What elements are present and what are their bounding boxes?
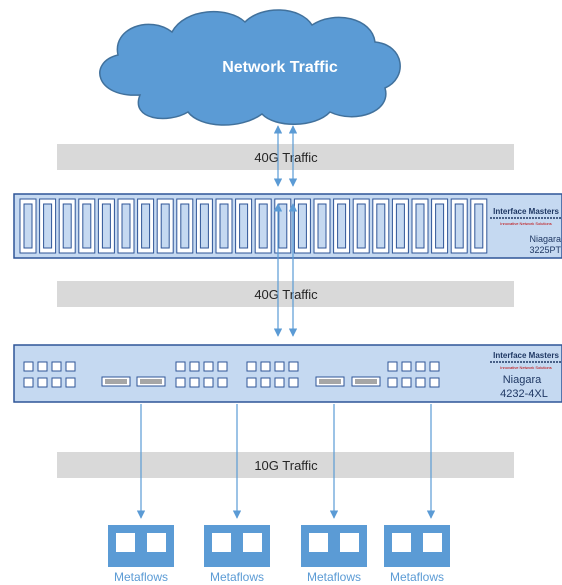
port-sfp-inner <box>140 379 162 384</box>
port-small <box>274 377 285 388</box>
port-inner <box>199 203 209 249</box>
port-small <box>246 361 257 372</box>
metaflow-label: Metaflows <box>390 570 444 584</box>
port-small <box>274 361 285 372</box>
port-small <box>217 377 228 388</box>
port-inner <box>160 203 170 249</box>
port-inner <box>278 203 288 249</box>
traffic-band-label: 40G Traffic <box>254 150 318 165</box>
port-inner <box>180 203 190 249</box>
model-number: 4232-4XL <box>500 388 548 400</box>
port-small <box>23 361 34 372</box>
port-small <box>37 361 48 372</box>
brand-tagline: Innovative Network Solutions <box>500 365 552 370</box>
brand-label: Interface Masters <box>493 207 559 216</box>
port-small <box>65 361 76 372</box>
metaflow-box-4: Metaflows <box>384 525 450 584</box>
port-inner <box>317 203 327 249</box>
network-traffic-cloud: Network Traffic <box>99 9 401 126</box>
port-small <box>260 377 271 388</box>
downlink-arrows <box>136 404 436 519</box>
port-inner <box>435 203 445 249</box>
port-small <box>51 361 62 372</box>
device-niagara-3225pt: Interface Masters Innovative Network Sol… <box>13 193 562 259</box>
port-small <box>401 377 412 388</box>
port-inner <box>415 203 425 249</box>
port-inner <box>297 203 307 249</box>
port-small <box>175 361 186 372</box>
port-row <box>19 198 488 254</box>
metaflow-label: Metaflows <box>210 570 264 584</box>
port-small <box>415 361 426 372</box>
metaflow-label: Metaflows <box>114 570 168 584</box>
port-inner <box>474 203 484 249</box>
port-small <box>288 361 299 372</box>
port-inner <box>454 203 464 249</box>
port-small <box>37 377 48 388</box>
port-small <box>246 377 257 388</box>
port-small <box>23 377 34 388</box>
traffic-band-3: 10G Traffic <box>57 452 514 478</box>
port-inner <box>219 203 229 249</box>
traffic-band-1: 40G Traffic <box>57 144 514 170</box>
metaflow-label: Metaflows <box>307 570 361 584</box>
port-sfp-inner <box>355 379 377 384</box>
port-small <box>415 377 426 388</box>
port-small <box>429 377 440 388</box>
port-inner <box>356 203 366 249</box>
port-small <box>387 361 398 372</box>
port-inner <box>258 203 268 249</box>
port-inner <box>101 203 111 249</box>
brand-tagline: Innovative Network Solutions <box>500 221 552 226</box>
port-row <box>23 361 440 388</box>
port-small <box>387 377 398 388</box>
traffic-band-2: 40G Traffic <box>57 281 514 307</box>
port-inner <box>239 203 249 249</box>
port-small <box>203 361 214 372</box>
brand-label: Interface Masters <box>493 351 559 360</box>
port-small <box>217 361 228 372</box>
port-inner <box>376 203 386 249</box>
model-number: 3225PT <box>529 245 561 255</box>
port-inner <box>23 203 33 249</box>
port-small <box>401 361 412 372</box>
port-small <box>288 377 299 388</box>
metaflow-box-2: Metaflows <box>204 525 270 584</box>
port-small <box>189 377 200 388</box>
cloud-label: Network Traffic <box>222 59 338 76</box>
port-sfp-inner <box>105 379 127 384</box>
port-small <box>65 377 76 388</box>
port-inner <box>82 203 92 249</box>
port-small <box>189 361 200 372</box>
traffic-band-label: 10G Traffic <box>254 458 318 473</box>
uplink-arrows <box>273 125 298 337</box>
traffic-band-label: 40G Traffic <box>254 287 318 302</box>
port-small <box>203 377 214 388</box>
port-inner <box>395 203 405 249</box>
device-niagara-4232-4xl: Interface Masters Innovative Network Sol… <box>13 344 562 403</box>
port-small <box>51 377 62 388</box>
model-name: Niagara <box>503 374 542 386</box>
port-small <box>175 377 186 388</box>
port-inner <box>337 203 347 249</box>
metaflow-box-3: Metaflows <box>301 525 367 584</box>
model-name: Niagara <box>529 234 561 244</box>
port-inner <box>62 203 72 249</box>
port-small <box>260 361 271 372</box>
port-inner <box>141 203 151 249</box>
port-small <box>429 361 440 372</box>
port-inner <box>43 203 53 249</box>
port-inner <box>121 203 131 249</box>
port-sfp-inner <box>319 379 341 384</box>
metaflow-box-1: Metaflows <box>108 525 174 584</box>
